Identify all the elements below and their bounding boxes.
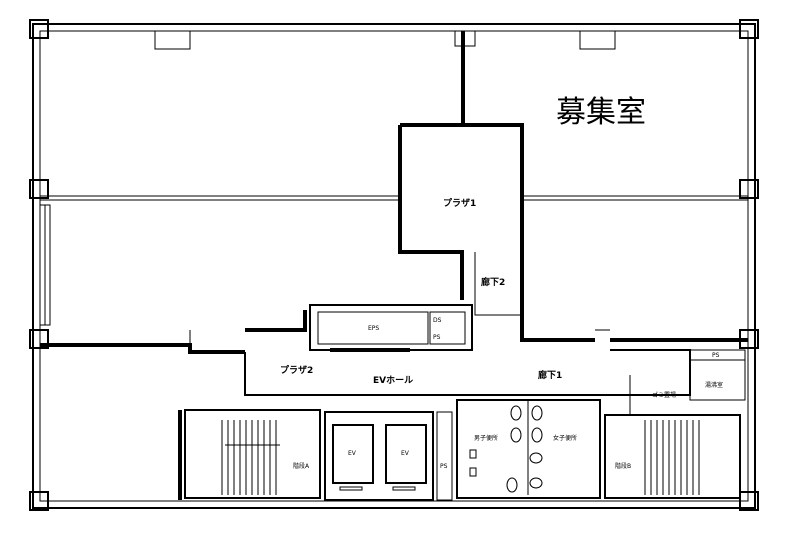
outer-wall [29,19,759,511]
label-stairs-b: 階段B [615,462,631,470]
label-ps-small: PS [433,334,441,341]
label-eps: EPS [368,325,379,332]
label-mens-toilet: 男子便所 [474,434,498,442]
label-plaza1: プラザ1 [443,197,476,209]
ev-shaft-block [309,304,473,352]
label-recruit: 募集室 [556,95,646,130]
label-kitchenette: 湯沸室 [705,381,723,389]
corridor [244,349,746,416]
stairs-b [604,414,741,499]
label-plaza2: プラザ2 [280,364,313,376]
label-corridor2: 廊下2 [481,276,505,288]
label-ds: DS [433,317,442,324]
label-corridor1: 廊下1 [538,369,562,381]
elevators [324,411,453,501]
label-ev2: EV [401,450,410,457]
partitions [40,31,748,500]
label-ev1: EV [348,450,357,457]
label-stairs-a: 階段A [293,462,310,470]
toilets [456,399,601,499]
stairs-a [184,409,321,499]
label-ps-core: PS [440,463,448,470]
label-garbage: ゴミ置場 [652,391,676,399]
label-ps-top: PS [712,352,720,359]
label-womens-toilet: 女子便所 [553,434,577,442]
label-ev-hall: EVホール [373,375,413,386]
room-labels: 募集室 プラザ1 廊下2 プラザ2 EVホール 廊下1 男子便所 女子便所 階段… [280,95,723,470]
